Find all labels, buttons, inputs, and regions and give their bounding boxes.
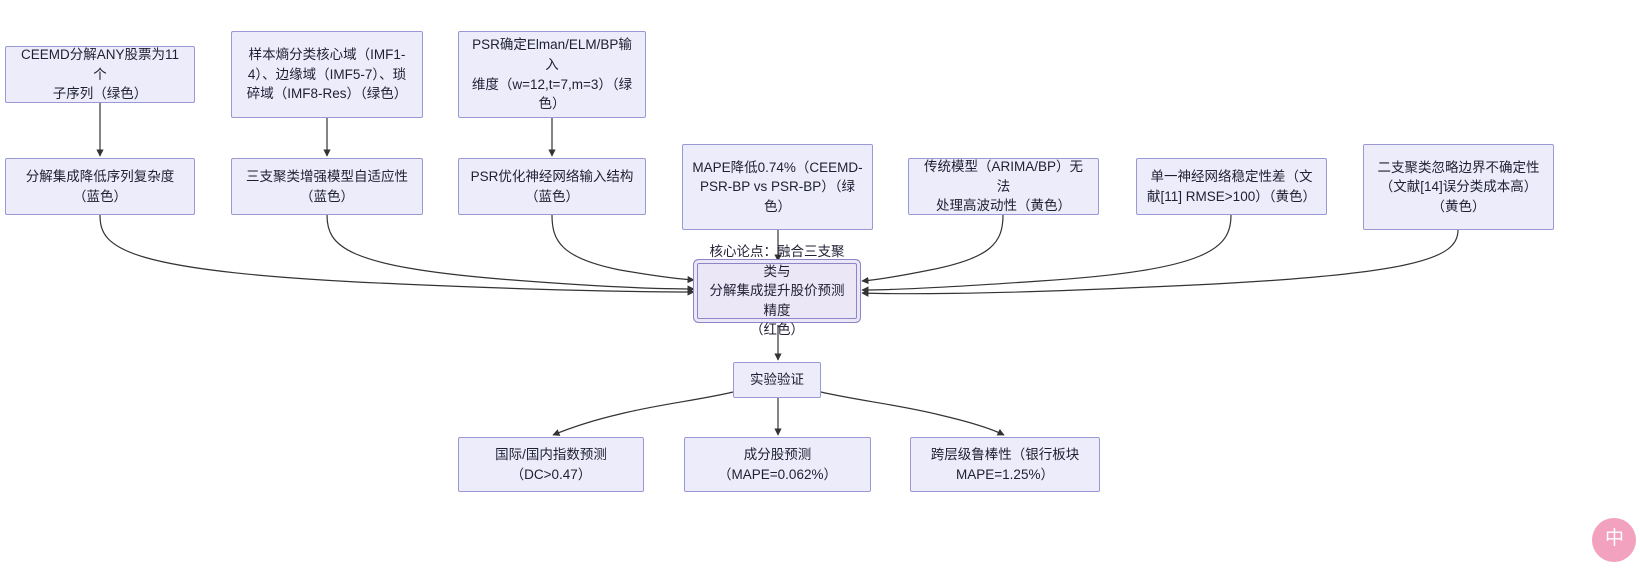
node-psr-input-dimension[interactable]: PSR确定Elman/ELM/BP输入 维度（w=12,t=7,m=3）（绿 色…	[458, 31, 646, 118]
edge-n8-core	[861, 214, 1004, 285]
node-label: PSR确定Elman/ELM/BP输入 维度（w=12,t=7,m=3）（绿 色…	[471, 37, 633, 112]
node-label: 样本熵分类核心域（IMF1- 4）、边缘域（IMF5-7）、琐 碎域（IMF8-…	[246, 47, 408, 102]
watermark-text: 中	[1604, 528, 1624, 549]
node-label: 实验验证	[750, 372, 804, 388]
node-constituent-stock-forecast[interactable]: 成分股预测 （MAPE=0.062%）	[684, 437, 871, 492]
node-label: 跨层级鲁棒性（银行板块 MAPE=1.25%）	[930, 446, 1080, 482]
node-label: 国际/国内指数预测 （DC>0.47）	[495, 446, 607, 482]
node-label: 分解集成降低序列复杂度 （蓝色）	[25, 168, 175, 204]
edge-n6-core	[551, 214, 695, 284]
node-label: 单一神经网络稳定性差（文 献[11] RMSE>100）（黄色）	[1147, 168, 1316, 204]
edge-n5-core	[326, 214, 695, 293]
node-label: MAPE降低0.74%（CEEMD- PSR-BP vs PSR-BP）（绿 色…	[692, 159, 863, 214]
node-three-way-clustering-adaptivity[interactable]: 三支聚类增强模型自适应性 （蓝色）	[231, 158, 423, 215]
node-psr-optimizes-network-input[interactable]: PSR优化神经网络输入结构 （蓝色）	[458, 158, 646, 215]
node-label: PSR优化神经网络输入结构 （蓝色）	[470, 168, 634, 204]
node-reduce-sequence-complexity[interactable]: 分解集成降低序列复杂度 （蓝色）	[5, 158, 195, 215]
node-sample-entropy-classification[interactable]: 样本熵分类核心域（IMF1- 4）、边缘域（IMF5-7）、琐 碎域（IMF8-…	[231, 31, 423, 118]
edge-n4-core	[99, 214, 695, 296]
node-single-network-instability[interactable]: 单一神经网络稳定性差（文 献[11] RMSE>100）（黄色）	[1136, 158, 1327, 215]
node-mape-reduction[interactable]: MAPE降低0.74%（CEEMD- PSR-BP vs PSR-BP）（绿 色…	[682, 144, 873, 230]
edge-n11-n14	[820, 391, 1005, 436]
watermark-badge: 中	[1592, 518, 1636, 562]
edge-n10-core	[861, 229, 1459, 297]
node-label: 成分股预测 （MAPE=0.062%）	[718, 446, 837, 482]
edge-n9-core	[861, 214, 1232, 294]
node-label: 核心论点：融合三支聚类与 分解集成提升股价预测精度 （红色）	[709, 244, 845, 338]
node-core-claim[interactable]: 核心论点：融合三支聚类与 分解集成提升股价预测精度 （红色）	[697, 244, 857, 337]
node-label: 传统模型（ARIMA/BP）无法 处理高波动性（黄色）	[923, 159, 1083, 214]
node-two-way-clustering-limitation[interactable]: 二支聚类忽略边界不确定性 （文献[14]误分类成本高） （黄色）	[1363, 144, 1554, 230]
node-cross-level-robustness[interactable]: 跨层级鲁棒性（银行板块 MAPE=1.25%）	[910, 437, 1100, 492]
node-label: CEEMD分解ANY股票为11个 子序列（绿色）	[20, 47, 180, 102]
node-index-forecast[interactable]: 国际/国内指数预测 （DC>0.47）	[458, 437, 644, 492]
node-ceemd-decomposition[interactable]: CEEMD分解ANY股票为11个 子序列（绿色）	[5, 46, 195, 103]
node-label: 三支聚类增强模型自适应性 （蓝色）	[246, 168, 408, 204]
node-label: 二支聚类忽略边界不确定性 （文献[14]误分类成本高） （黄色）	[1377, 159, 1540, 214]
node-traditional-model-limitation[interactable]: 传统模型（ARIMA/BP）无法 处理高波动性（黄色）	[908, 158, 1099, 215]
node-experimental-verification[interactable]: 实验验证	[733, 362, 821, 398]
edge-n11-n12	[552, 391, 734, 436]
